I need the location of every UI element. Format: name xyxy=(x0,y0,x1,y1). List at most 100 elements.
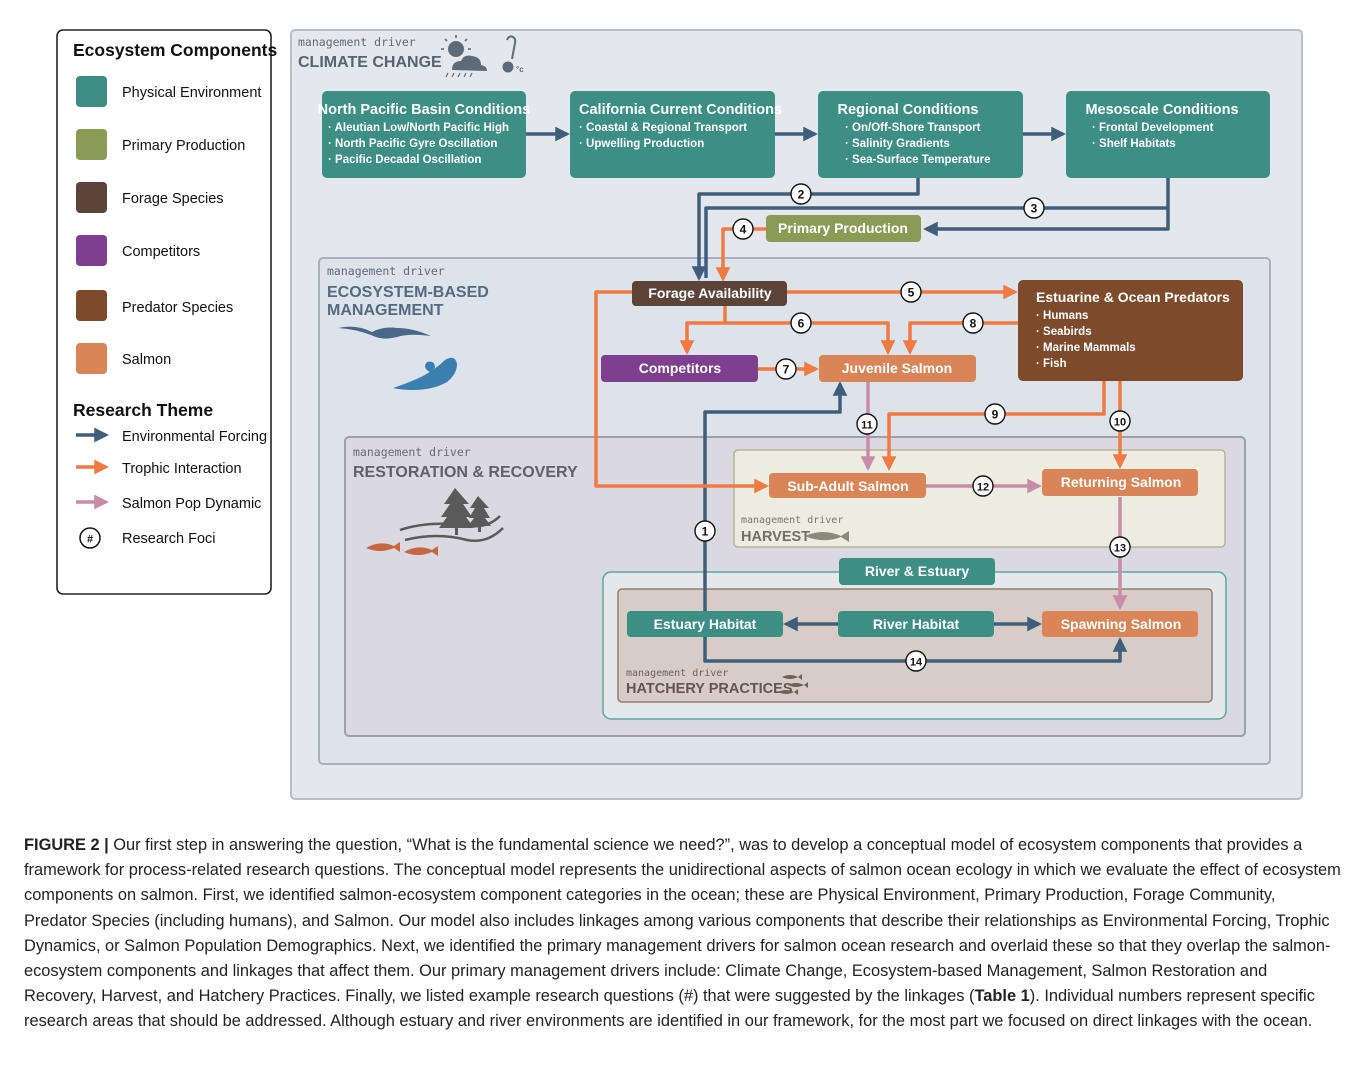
focus-number: 9 xyxy=(992,408,999,422)
node-title: California Current Conditions xyxy=(579,102,782,118)
svg-text:°c: °c xyxy=(516,65,524,74)
focus-marker-12: 12 xyxy=(972,475,994,497)
link-1-estuary-to-juvenile xyxy=(703,381,848,624)
legend-physical-swatch xyxy=(76,76,107,107)
legend-salmon-label: Salmon xyxy=(122,352,171,368)
legend-salmon-swatch xyxy=(76,343,107,374)
link-forage-to-subadult xyxy=(594,290,769,494)
node-title: Sub-Adult Salmon xyxy=(787,478,908,494)
legend-competitors-swatch xyxy=(76,235,107,266)
legend-theme-title: Research Theme xyxy=(73,400,213,420)
focus-marker-9: 9 xyxy=(984,403,1006,425)
focus-marker-13: 13 xyxy=(1109,536,1131,558)
node-title: Forage Availability xyxy=(648,285,772,301)
focus-marker-4: 4 xyxy=(732,218,754,240)
node-item: · Frontal Development xyxy=(1092,122,1214,134)
legend-components-title: Ecosystem Components xyxy=(73,40,277,60)
node-title: Mesoscale Conditions xyxy=(1085,102,1238,118)
legend-foci-label: Research Foci xyxy=(122,531,215,547)
node-regional-conditions: Regional Conditions · On/Off-Shore Trans… xyxy=(818,91,1023,178)
focus-marker-8: 8 xyxy=(962,312,984,334)
focus-number: 4 xyxy=(740,223,747,237)
caption-table-link[interactable]: Table 1 xyxy=(974,987,1030,1006)
node-item: · Humans xyxy=(1036,310,1088,322)
focus-marker-2: 2 xyxy=(790,183,812,205)
node-forage-availability: Forage Availability xyxy=(632,281,787,306)
node-spawning-salmon: Spawning Salmon xyxy=(1042,611,1198,637)
node-competitors: Competitors xyxy=(601,355,758,382)
node-title: North Pacific Basin Conditions xyxy=(318,102,531,118)
node-item: · Aleutian Low/North Pacific High xyxy=(328,122,509,134)
hatchery-driver-prefix: management driver xyxy=(626,668,728,679)
legend-predator-label: Predator Species xyxy=(122,300,233,316)
climate-driver-title: CLIMATE CHANGE xyxy=(298,54,442,71)
focus-number: 3 xyxy=(1031,202,1038,216)
link-6-forage-to-competitors xyxy=(679,306,727,355)
node-title: Spawning Salmon xyxy=(1061,616,1182,632)
hatchery-panel: management driver HATCHERY PRACTICES xyxy=(617,588,1213,703)
climate-driver-prefix: management driver xyxy=(298,35,416,49)
focus-number: 2 xyxy=(798,188,805,202)
harvest-driver-prefix: management driver xyxy=(741,515,843,526)
legend-foci-glyph: # xyxy=(87,534,93,546)
node-item: · On/Off-Shore Transport xyxy=(845,122,981,134)
ecosystem-driver-title-line2: MANAGEMENT xyxy=(327,302,444,319)
focus-number: 14 xyxy=(910,657,923,669)
thermometer-icon: °c xyxy=(502,35,524,74)
focus-number: 11 xyxy=(861,420,873,432)
seabird-icon xyxy=(338,326,431,339)
hatchery-driver-title: HATCHERY PRACTICES xyxy=(626,681,793,697)
legend-predator-swatch xyxy=(76,290,107,321)
conceptual-model-diagram: Ecosystem Components Physical Environmen… xyxy=(56,29,1303,800)
node-title: Juvenile Salmon xyxy=(842,360,952,376)
ecosystem-driver-prefix: management driver xyxy=(327,264,445,278)
node-title: Competitors xyxy=(639,360,722,376)
node-title: Primary Production xyxy=(778,220,908,236)
focus-number: 8 xyxy=(970,317,977,331)
legend-forage-swatch xyxy=(76,182,107,213)
focus-number: 10 xyxy=(1114,417,1126,429)
focus-number: 13 xyxy=(1114,543,1126,555)
node-california-current: California Current Conditions · Coastal … xyxy=(570,91,782,178)
node-item: · Upwelling Production xyxy=(579,138,704,150)
harvest-panel: management driver HARVEST xyxy=(733,449,1226,548)
legend-popdynamic-label: Salmon Pop Dynamic xyxy=(122,496,261,512)
sun-cloud-icon xyxy=(441,35,487,78)
node-juvenile-salmon: Juvenile Salmon xyxy=(819,355,976,382)
focus-number: 7 xyxy=(783,363,790,377)
caption-text: Our first step in answering the question… xyxy=(24,836,1341,1006)
link-3-mesoscale-to-primary xyxy=(923,178,1170,237)
node-ocean-predators: Estuarine & Ocean Predators · Humans · S… xyxy=(1018,280,1243,381)
focus-marker-14: 14 xyxy=(905,650,927,672)
focus-marker-5: 5 xyxy=(900,281,922,303)
node-estuary-habitat: Estuary Habitat xyxy=(627,611,783,637)
wave-icon xyxy=(393,357,457,390)
figure-caption: FIGURE 2 | Our first step in answering t… xyxy=(24,833,1342,1035)
node-item: · Fish xyxy=(1036,358,1067,370)
fish-icon xyxy=(805,531,849,542)
node-subadult-salmon: Sub-Adult Salmon xyxy=(769,473,926,498)
node-title: Regional Conditions xyxy=(838,102,979,118)
legend-primary-swatch xyxy=(76,129,107,160)
node-title: Estuary Habitat xyxy=(654,616,757,632)
link-3-mesoscale-to-forage xyxy=(704,206,1168,278)
trees-river-icon xyxy=(399,488,504,542)
node-item: · Coastal & Regional Transport xyxy=(579,122,747,134)
focus-marker-10: 10 xyxy=(1109,410,1131,432)
focus-number: 6 xyxy=(798,317,805,331)
focus-marker-11: 11 xyxy=(856,413,878,435)
legend-foci-symbol xyxy=(79,527,101,549)
focus-marker-7: 7 xyxy=(775,358,797,380)
legend-competitors-label: Competitors xyxy=(122,244,200,260)
focus-number: 1 xyxy=(702,525,709,539)
focus-marker-3: 3 xyxy=(1023,197,1045,219)
focus-number: 12 xyxy=(977,482,989,494)
node-item: · Salinity Gradients xyxy=(845,138,950,150)
node-title: River & Estuary xyxy=(865,563,969,579)
restoration-driver-title: RESTORATION & RECOVERY xyxy=(353,464,578,481)
link-6-forage-to-juvenile xyxy=(725,321,896,355)
legend: Ecosystem Components Physical Environmen… xyxy=(56,29,277,595)
ecosystem-driver-title-line1: ECOSYSTEM-BASED xyxy=(327,284,489,301)
restoration-driver-prefix: management driver xyxy=(353,445,471,459)
node-river-habitat: River Habitat xyxy=(838,611,994,637)
